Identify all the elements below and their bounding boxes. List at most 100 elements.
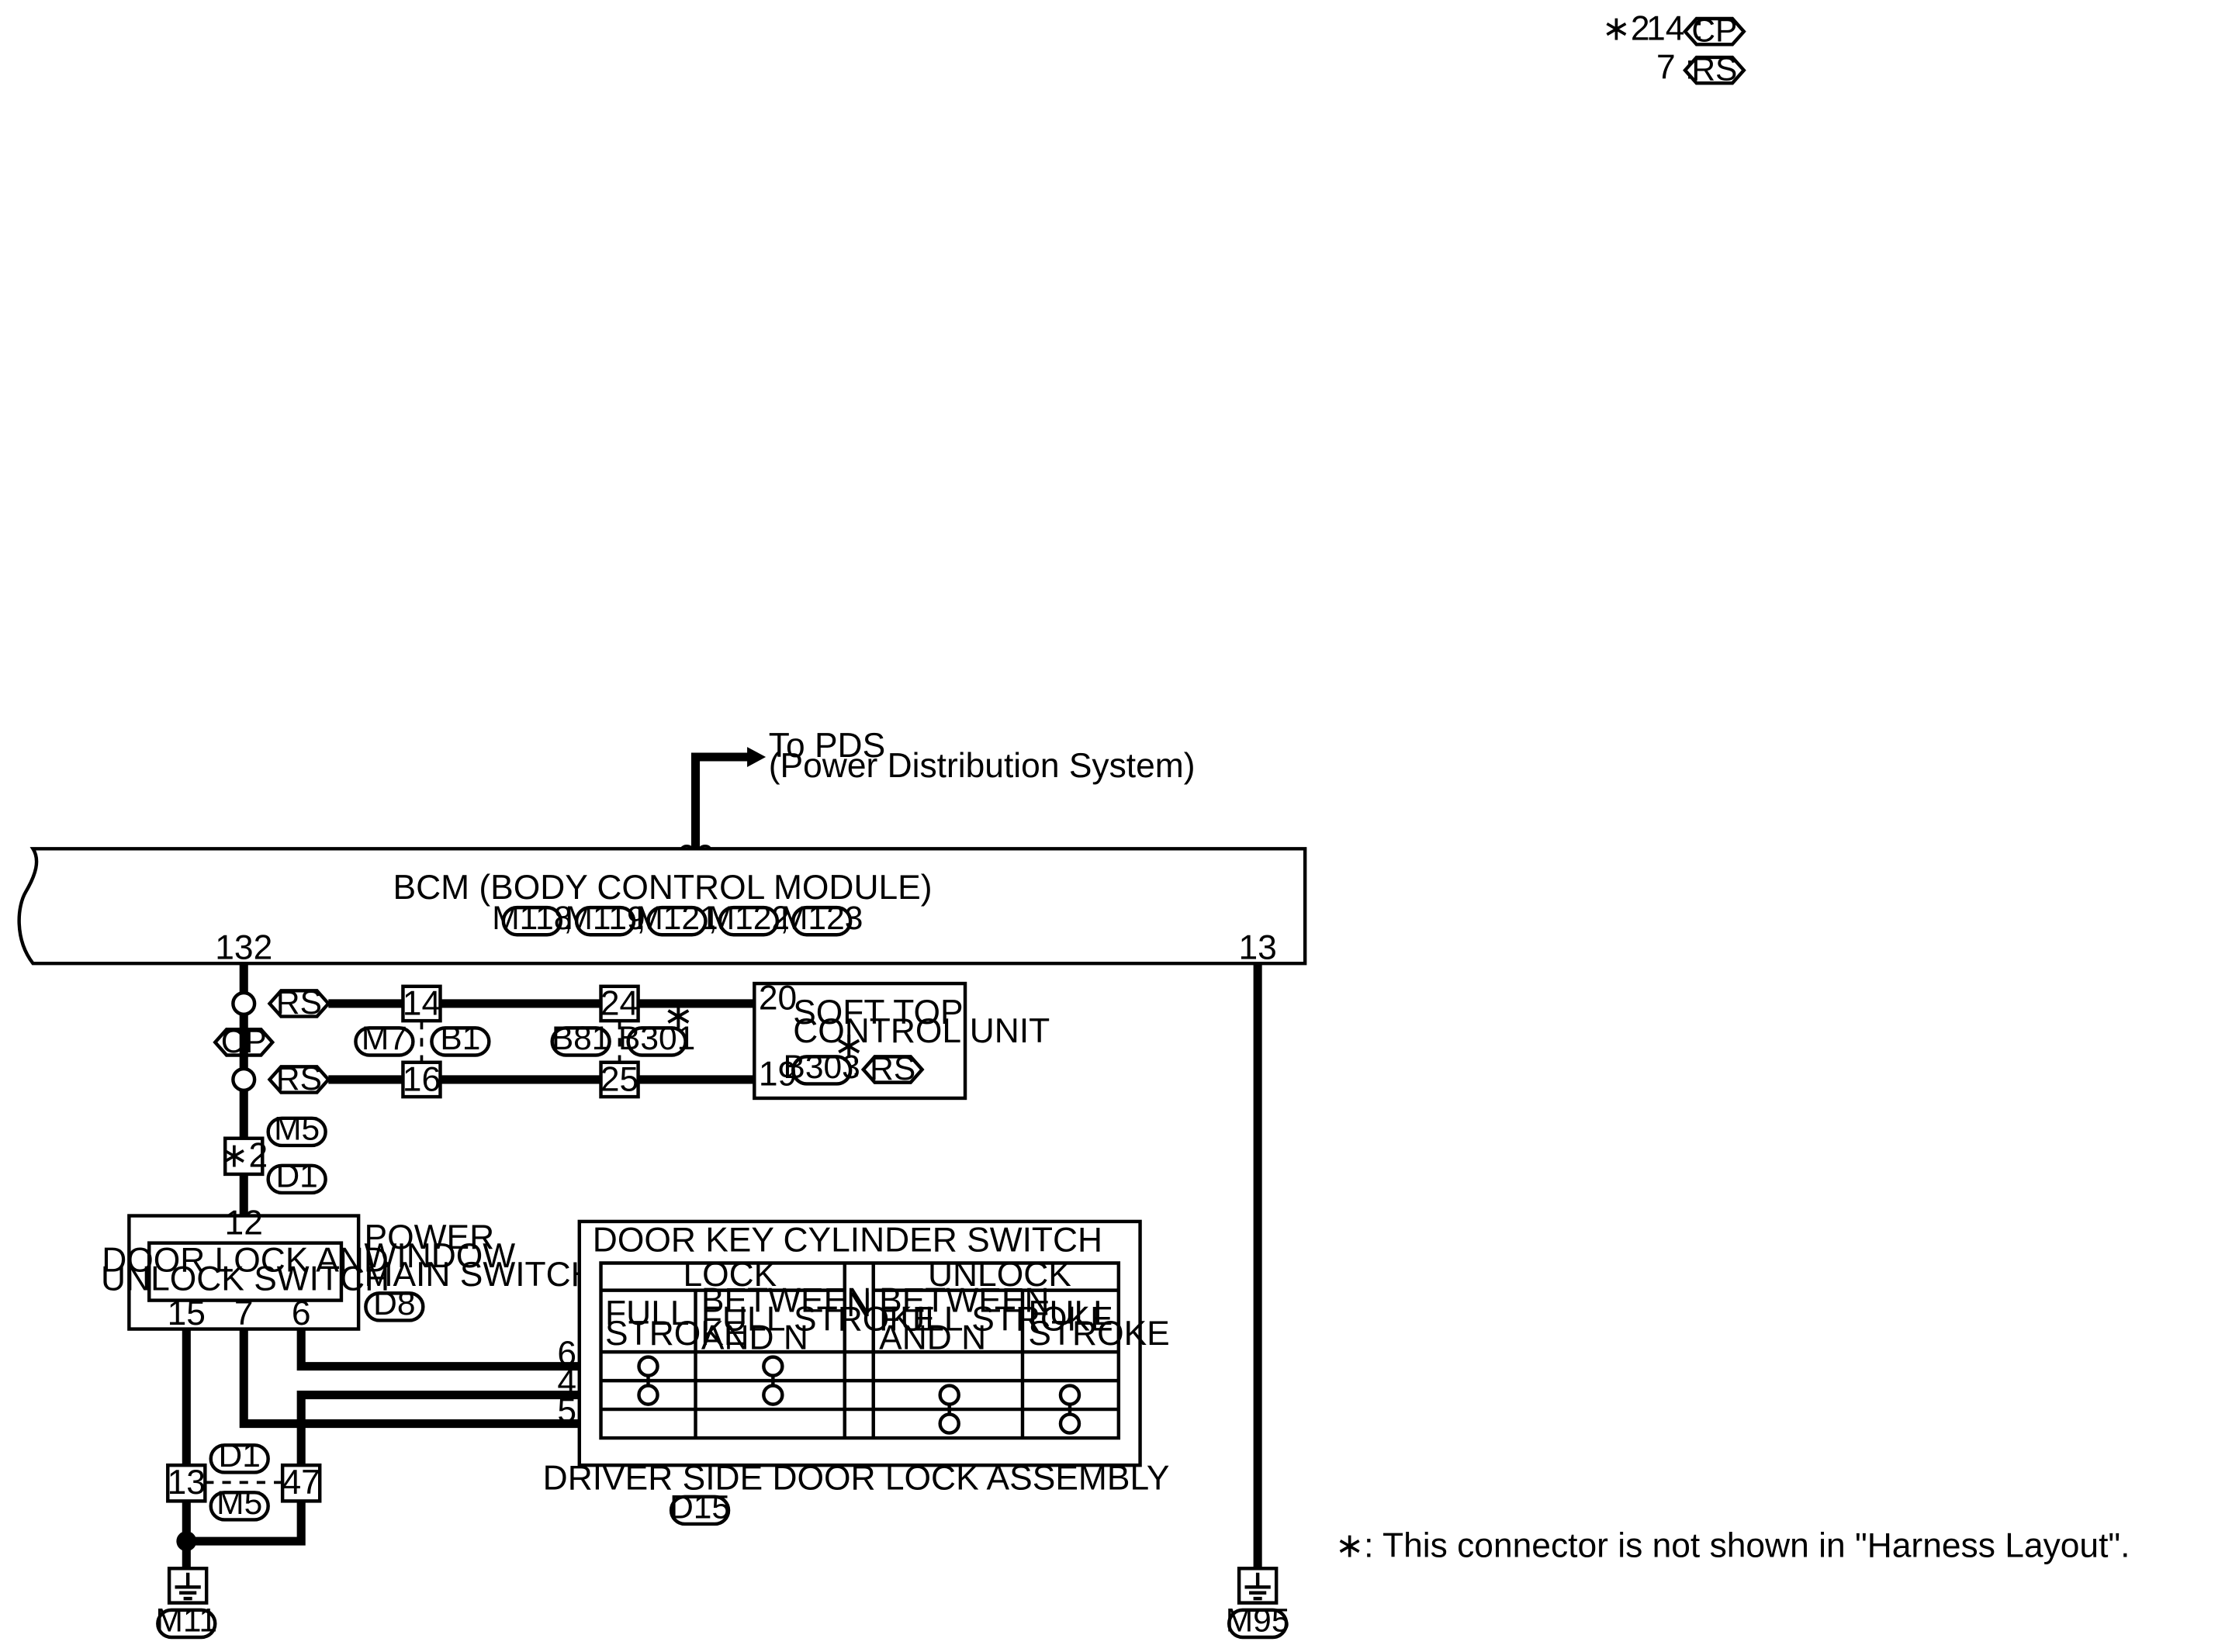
star2-box (223, 1136, 265, 1177)
pwms-pin-7: 7 (234, 1294, 254, 1332)
soft-top-control-unit: 20 19 SOFT TOP CONTROL UNIT B303 ∗ : RS (753, 979, 1050, 1101)
bcm-terminal-13: 13 (1238, 929, 1276, 967)
door-key-lock-header: LOCK (683, 1256, 777, 1294)
soft-top-title-1: SOFT TOP (793, 994, 963, 1032)
pwms-label-2: WINDOW (365, 1237, 516, 1275)
bcm-connector-m119: M119 (565, 900, 645, 937)
bcm-connector-pill (646, 905, 708, 937)
rs-bottom-hex (267, 1065, 331, 1094)
door-key-unlock-header: UNLOCK (928, 1256, 1071, 1294)
b303-star: ∗ (833, 1025, 864, 1066)
star2-connector: ∗2 M5 D1 (220, 1111, 327, 1195)
bcm-connector-sep: , (708, 900, 718, 937)
cp-hex (213, 1028, 275, 1057)
bcm-connector-pill (791, 905, 853, 937)
connector-pill (209, 1491, 270, 1522)
bcm-connector-sep: , (563, 900, 573, 937)
door-key-title: DOOR KEY CYLINDER SWITCH (593, 1222, 1102, 1260)
switch-wiring: 6 4 5 (176, 1329, 580, 1569)
legend-cp-hex (1683, 16, 1746, 47)
legend-star2: ∗2 (1602, 10, 1650, 48)
connector-m5-bottom: M5 (216, 1485, 262, 1522)
ground-m95-label: M95 (1226, 1603, 1290, 1640)
bcm-connector-m118: M118 (492, 900, 572, 937)
lock-between-line1: BETWEEN (701, 1281, 871, 1319)
unlock-full-stroke-line1: FULL (1028, 1294, 1112, 1332)
continuity-marks (637, 1355, 1081, 1435)
star2-label: ∗2 (220, 1137, 268, 1175)
bcm-module: BCM (BODY CONTROL MODULE) M118 , M119 , … (17, 847, 1307, 967)
door-key-n-header: N (846, 1286, 871, 1324)
pds-label-line1: To PDS (769, 727, 885, 765)
door-lock-unlock-switch-box (147, 1241, 344, 1302)
pwms-label-1: POWER (365, 1218, 495, 1256)
rs-bottom-label: RS (276, 1061, 322, 1097)
door-key-pin-5: 5 (557, 1392, 576, 1430)
soft-top-pin-19: 19 (759, 1055, 797, 1093)
junction-bottom (231, 1066, 257, 1093)
pin-box-47 (280, 1463, 322, 1503)
door-key-pin-6: 6 (557, 1335, 576, 1373)
soft-top-title-2: CONTROL UNIT (793, 1012, 1050, 1050)
door-key-cylinder-switch: DOOR KEY CYLINDER SWITCH LOCK UNLOCK N F… (543, 1219, 1170, 1526)
connector-d8: D8 (373, 1286, 415, 1322)
door-lock-assembly-label: DRIVER SIDE DOOR LOCK ASSEMBLY (543, 1460, 1170, 1498)
connector-d1-top: D1 (275, 1159, 317, 1195)
legend-rs-code: RS (1691, 52, 1737, 88)
unlock-full-stroke-line2: STROKE (1028, 1315, 1169, 1353)
lock-between-line3: AND N (701, 1318, 808, 1357)
door-key-table (599, 1261, 1121, 1440)
pds-label-line2: (Power Distribution System) (769, 747, 1196, 785)
pwms-pin-6: 6 (292, 1294, 311, 1332)
bcm-connector-sep: , (636, 900, 645, 937)
connector-pill (209, 1443, 270, 1474)
legend-cp-code: CP (1691, 13, 1737, 50)
legend: ∗2 14 : CP 7 : RS (1602, 10, 1746, 88)
pwms-pin-15: 15 (168, 1294, 206, 1332)
connector-d1-bottom: D1 (219, 1438, 261, 1474)
rs-top-hex (267, 989, 331, 1018)
soft-top-rs-label: RS (870, 1051, 915, 1087)
bcm-connector-sep: , (780, 900, 789, 937)
bcm-connector-pill (574, 905, 636, 937)
pin-16: 16 (403, 1061, 441, 1099)
soft-top-pin-20: 20 (759, 979, 797, 1017)
ground-junction-dot (176, 1531, 197, 1552)
connector-pill (266, 1116, 327, 1148)
connector-pill (791, 1055, 853, 1086)
cp-label: CP (221, 1024, 267, 1060)
connector-b81: B81 (552, 1021, 611, 1057)
soft-top-outline (753, 981, 967, 1101)
bcm-connectors: M118 , M119 , M121 , M122 , M123 (492, 900, 863, 937)
connector-d15: D15 (670, 1490, 730, 1526)
door-key-pin-4: 4 (557, 1363, 576, 1401)
bcm-connector-m122: M122 (708, 900, 790, 937)
connector-pill (266, 1163, 327, 1195)
connector-pill (626, 1026, 687, 1057)
connector-m5-top: M5 (274, 1111, 320, 1148)
ground-m11-label: M11 (156, 1603, 218, 1640)
connector-b301: B301 (618, 1021, 695, 1057)
unlock-between-line2: FULL STROKE (879, 1300, 1113, 1338)
ground-connector-d1-m5: 13 47 D1 M5 (166, 1438, 322, 1522)
pin-25: 25 (600, 1061, 638, 1099)
bcm-title: BCM (BODY CONTROL MODULE) (393, 869, 932, 907)
connector-pill (550, 1026, 611, 1057)
pwms-label-3: MAIN SWITCH (365, 1256, 596, 1294)
pin-24: 24 (600, 985, 638, 1023)
soft-top-rs-hex (860, 1055, 925, 1084)
bcm-terminal-132: 132 (215, 929, 272, 967)
unlock-between-line1: BETWEEN (879, 1281, 1049, 1319)
connector-m7: M7 (362, 1021, 407, 1057)
connector-b1: B1 (440, 1021, 480, 1057)
legend-rs-hex (1683, 55, 1746, 85)
connector-pill (1227, 1608, 1289, 1640)
bcm-signal-wiring: RS CP RS 14 16 M7 B1 24 25 (213, 965, 755, 1216)
door-lock-switch-line1: DOOR LOCK AND (102, 1242, 389, 1280)
connector-b303: B303 (784, 1049, 860, 1086)
connector-pill (669, 1495, 731, 1526)
power-window-main-switch: 12 DOOR LOCK AND UNLOCK SWITCH 15 7 6 PO… (101, 1204, 596, 1332)
ground-pin-13: 13 (168, 1464, 206, 1502)
pds-wire (690, 752, 749, 851)
